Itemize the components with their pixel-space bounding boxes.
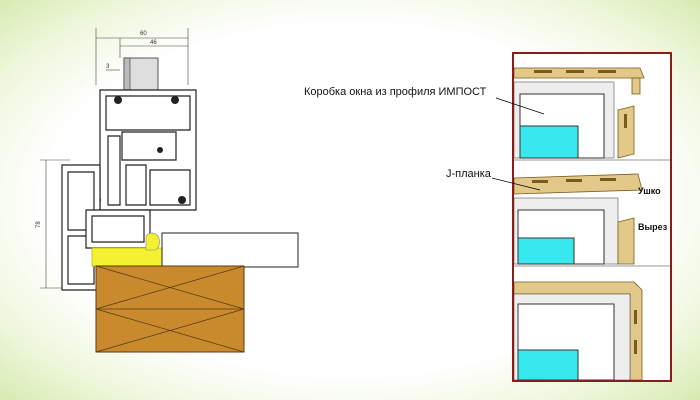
installation-steps-drawing: Ушко Вырез (514, 54, 670, 380)
dim-gap: 3 (106, 64, 110, 70)
j-trim-label: J-планка (446, 168, 491, 180)
step-1-illustration (514, 54, 670, 159)
box-profile-label: Коробка окна из профиля ИМПОСТ (304, 86, 487, 98)
ear-label: Ушко (638, 186, 661, 196)
step-2-illustration: Ушко Вырез (514, 164, 670, 265)
sealant-bead (145, 232, 160, 251)
installation-steps-panel: Ушко Вырез (512, 52, 672, 382)
dim-width-inner: 46 (150, 40, 157, 46)
cut-label: Вырез (638, 222, 668, 232)
dimension-lines (40, 28, 189, 289)
step-3-illustration (514, 270, 670, 380)
wooden-beam (95, 265, 245, 353)
dim-height: 78 (36, 221, 42, 228)
gaskets (95, 96, 186, 204)
window-sill (161, 232, 299, 268)
dim-width-total: 60 (140, 31, 147, 37)
